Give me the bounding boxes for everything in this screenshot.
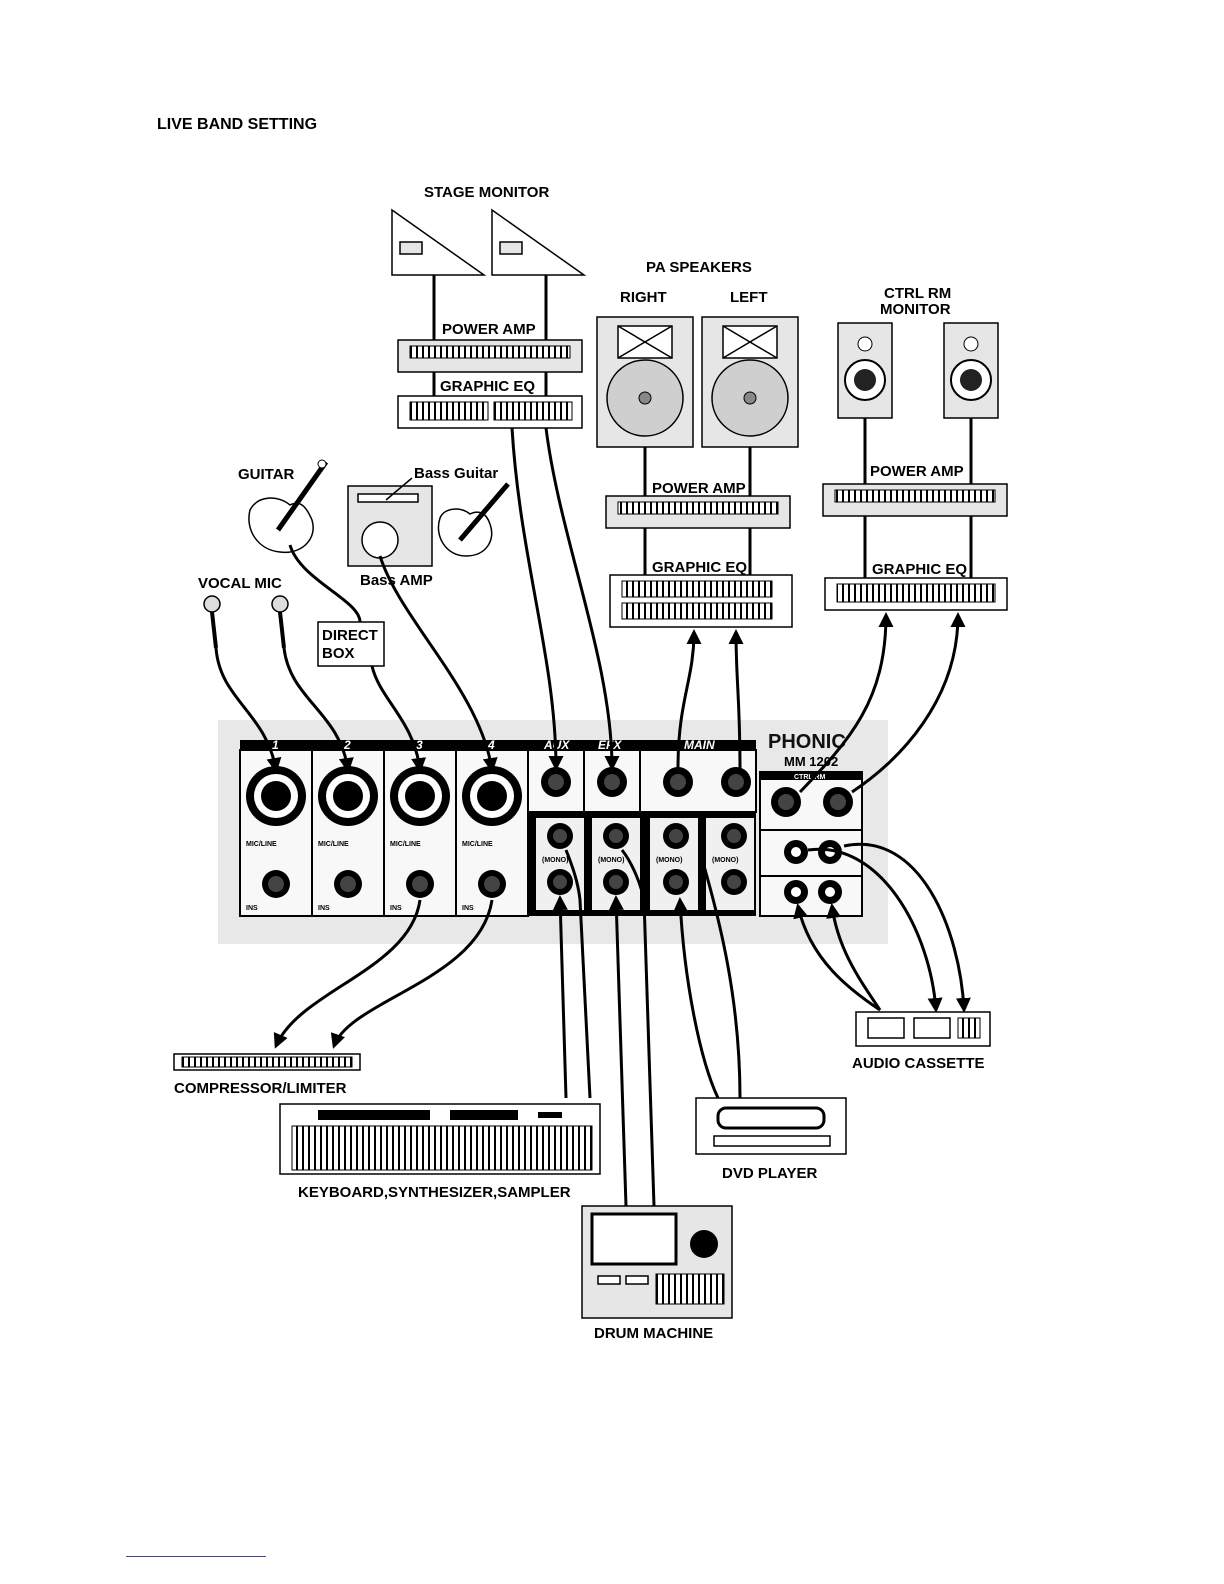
stage-power-amp: POWER AMP GRAPHIC EQ <box>397 321 583 429</box>
svg-text:MONITOR: MONITOR <box>880 301 951 318</box>
mic-1-icon <box>203 595 221 613</box>
mixer-brand: PHONIC <box>768 731 846 753</box>
mixer-panel: PHONIC MM 1202 1 2 3 4 MIC/LINE MIC/LINE… <box>218 720 888 944</box>
svg-text:PA SPEAKERS: PA SPEAKERS <box>646 259 752 276</box>
svg-text:1: 1 <box>272 738 279 752</box>
svg-text:Bass AMP: Bass AMP <box>360 572 433 589</box>
compressor-limiter: COMPRESSOR/LIMITER <box>173 1053 361 1097</box>
page-title: LIVE BAND SETTING <box>157 116 317 133</box>
svg-text:RIGHT: RIGHT <box>620 289 667 306</box>
svg-text:POWER AMP: POWER AMP <box>652 480 746 497</box>
wedge-speaker-left-icon <box>391 208 487 276</box>
stage-monitor-label: STAGE MONITOR <box>424 184 549 201</box>
svg-text:DIRECT: DIRECT <box>322 627 378 644</box>
svg-text:GRAPHIC EQ: GRAPHIC EQ <box>652 559 747 576</box>
svg-text:MIC/LINE: MIC/LINE <box>318 841 349 848</box>
svg-text:4: 4 <box>487 738 495 752</box>
keyboard: KEYBOARD,SYNTHESIZER,SAMPLER <box>279 1103 601 1201</box>
drum-machine: DRUM MACHINE <box>581 1205 733 1342</box>
audio-cassette: AUDIO CASSETTE <box>852 1011 991 1072</box>
svg-text:2: 2 <box>343 738 351 752</box>
svg-text:POWER AMP: POWER AMP <box>442 321 536 338</box>
svg-text:MIC/LINE: MIC/LINE <box>246 841 277 848</box>
svg-text:INS: INS <box>246 905 258 912</box>
svg-text:POWER AMP: POWER AMP <box>870 463 964 480</box>
pa-speakers: PA SPEAKERS RIGHT LEFT POWER AMP GRAPHIC… <box>596 259 799 628</box>
svg-text:CTRL RM: CTRL RM <box>884 285 951 302</box>
svg-text:GRAPHIC EQ: GRAPHIC EQ <box>440 378 535 395</box>
svg-text:Bass Guitar: Bass Guitar <box>414 465 498 482</box>
svg-text:CTRL RM: CTRL RM <box>794 774 826 781</box>
svg-text:MIC/LINE: MIC/LINE <box>462 841 493 848</box>
svg-text:(MONO): (MONO) <box>598 857 624 864</box>
svg-text:INS: INS <box>390 905 402 912</box>
svg-text:BOX: BOX <box>322 645 355 662</box>
svg-text:VOCAL MIC: VOCAL MIC <box>198 575 282 592</box>
svg-text:3: 3 <box>416 738 423 752</box>
svg-text:LEFT: LEFT <box>730 289 768 306</box>
svg-text:AUDIO CASSETTE: AUDIO CASSETTE <box>852 1055 985 1072</box>
cables <box>214 427 971 1207</box>
svg-text:MAIN: MAIN <box>684 738 715 752</box>
direct-box-icon <box>317 621 385 667</box>
svg-text:(MONO): (MONO) <box>542 857 568 864</box>
svg-text:(MONO): (MONO) <box>712 857 738 864</box>
svg-text:KEYBOARD,SYNTHESIZER,SAMPLER: KEYBOARD,SYNTHESIZER,SAMPLER <box>298 1184 571 1201</box>
channel-4-xlr-jack <box>462 766 522 826</box>
channel-1-xlr-jack <box>246 766 306 826</box>
channel-3-xlr-jack <box>390 766 450 826</box>
footer-rule <box>126 1556 266 1557</box>
svg-text:MIC/LINE: MIC/LINE <box>390 841 421 848</box>
wedge-speaker-right-icon <box>491 208 587 276</box>
svg-text:DVD PLAYER: DVD PLAYER <box>722 1165 817 1182</box>
stage-monitor: STAGE MONITOR <box>391 184 587 340</box>
channel-2-xlr-jack <box>318 766 378 826</box>
svg-text:INS: INS <box>318 905 330 912</box>
svg-text:INS: INS <box>462 905 474 912</box>
svg-text:GRAPHIC EQ: GRAPHIC EQ <box>872 561 967 578</box>
svg-text:COMPRESSOR/LIMITER: COMPRESSOR/LIMITER <box>174 1080 347 1097</box>
instruments: GUITAR Bass Guitar Bass AMP VOCAL MIC DI… <box>198 459 510 667</box>
dvd-player: DVD PLAYER <box>695 1097 847 1182</box>
svg-text:DRUM MACHINE: DRUM MACHINE <box>594 1325 713 1342</box>
ctrl-rm-monitor: CTRL RM MONITOR POWER AMP GRAPHIC EQ <box>822 285 1008 611</box>
svg-text:(MONO): (MONO) <box>656 857 682 864</box>
svg-text:GUITAR: GUITAR <box>238 466 295 483</box>
mic-2-icon <box>271 595 289 613</box>
